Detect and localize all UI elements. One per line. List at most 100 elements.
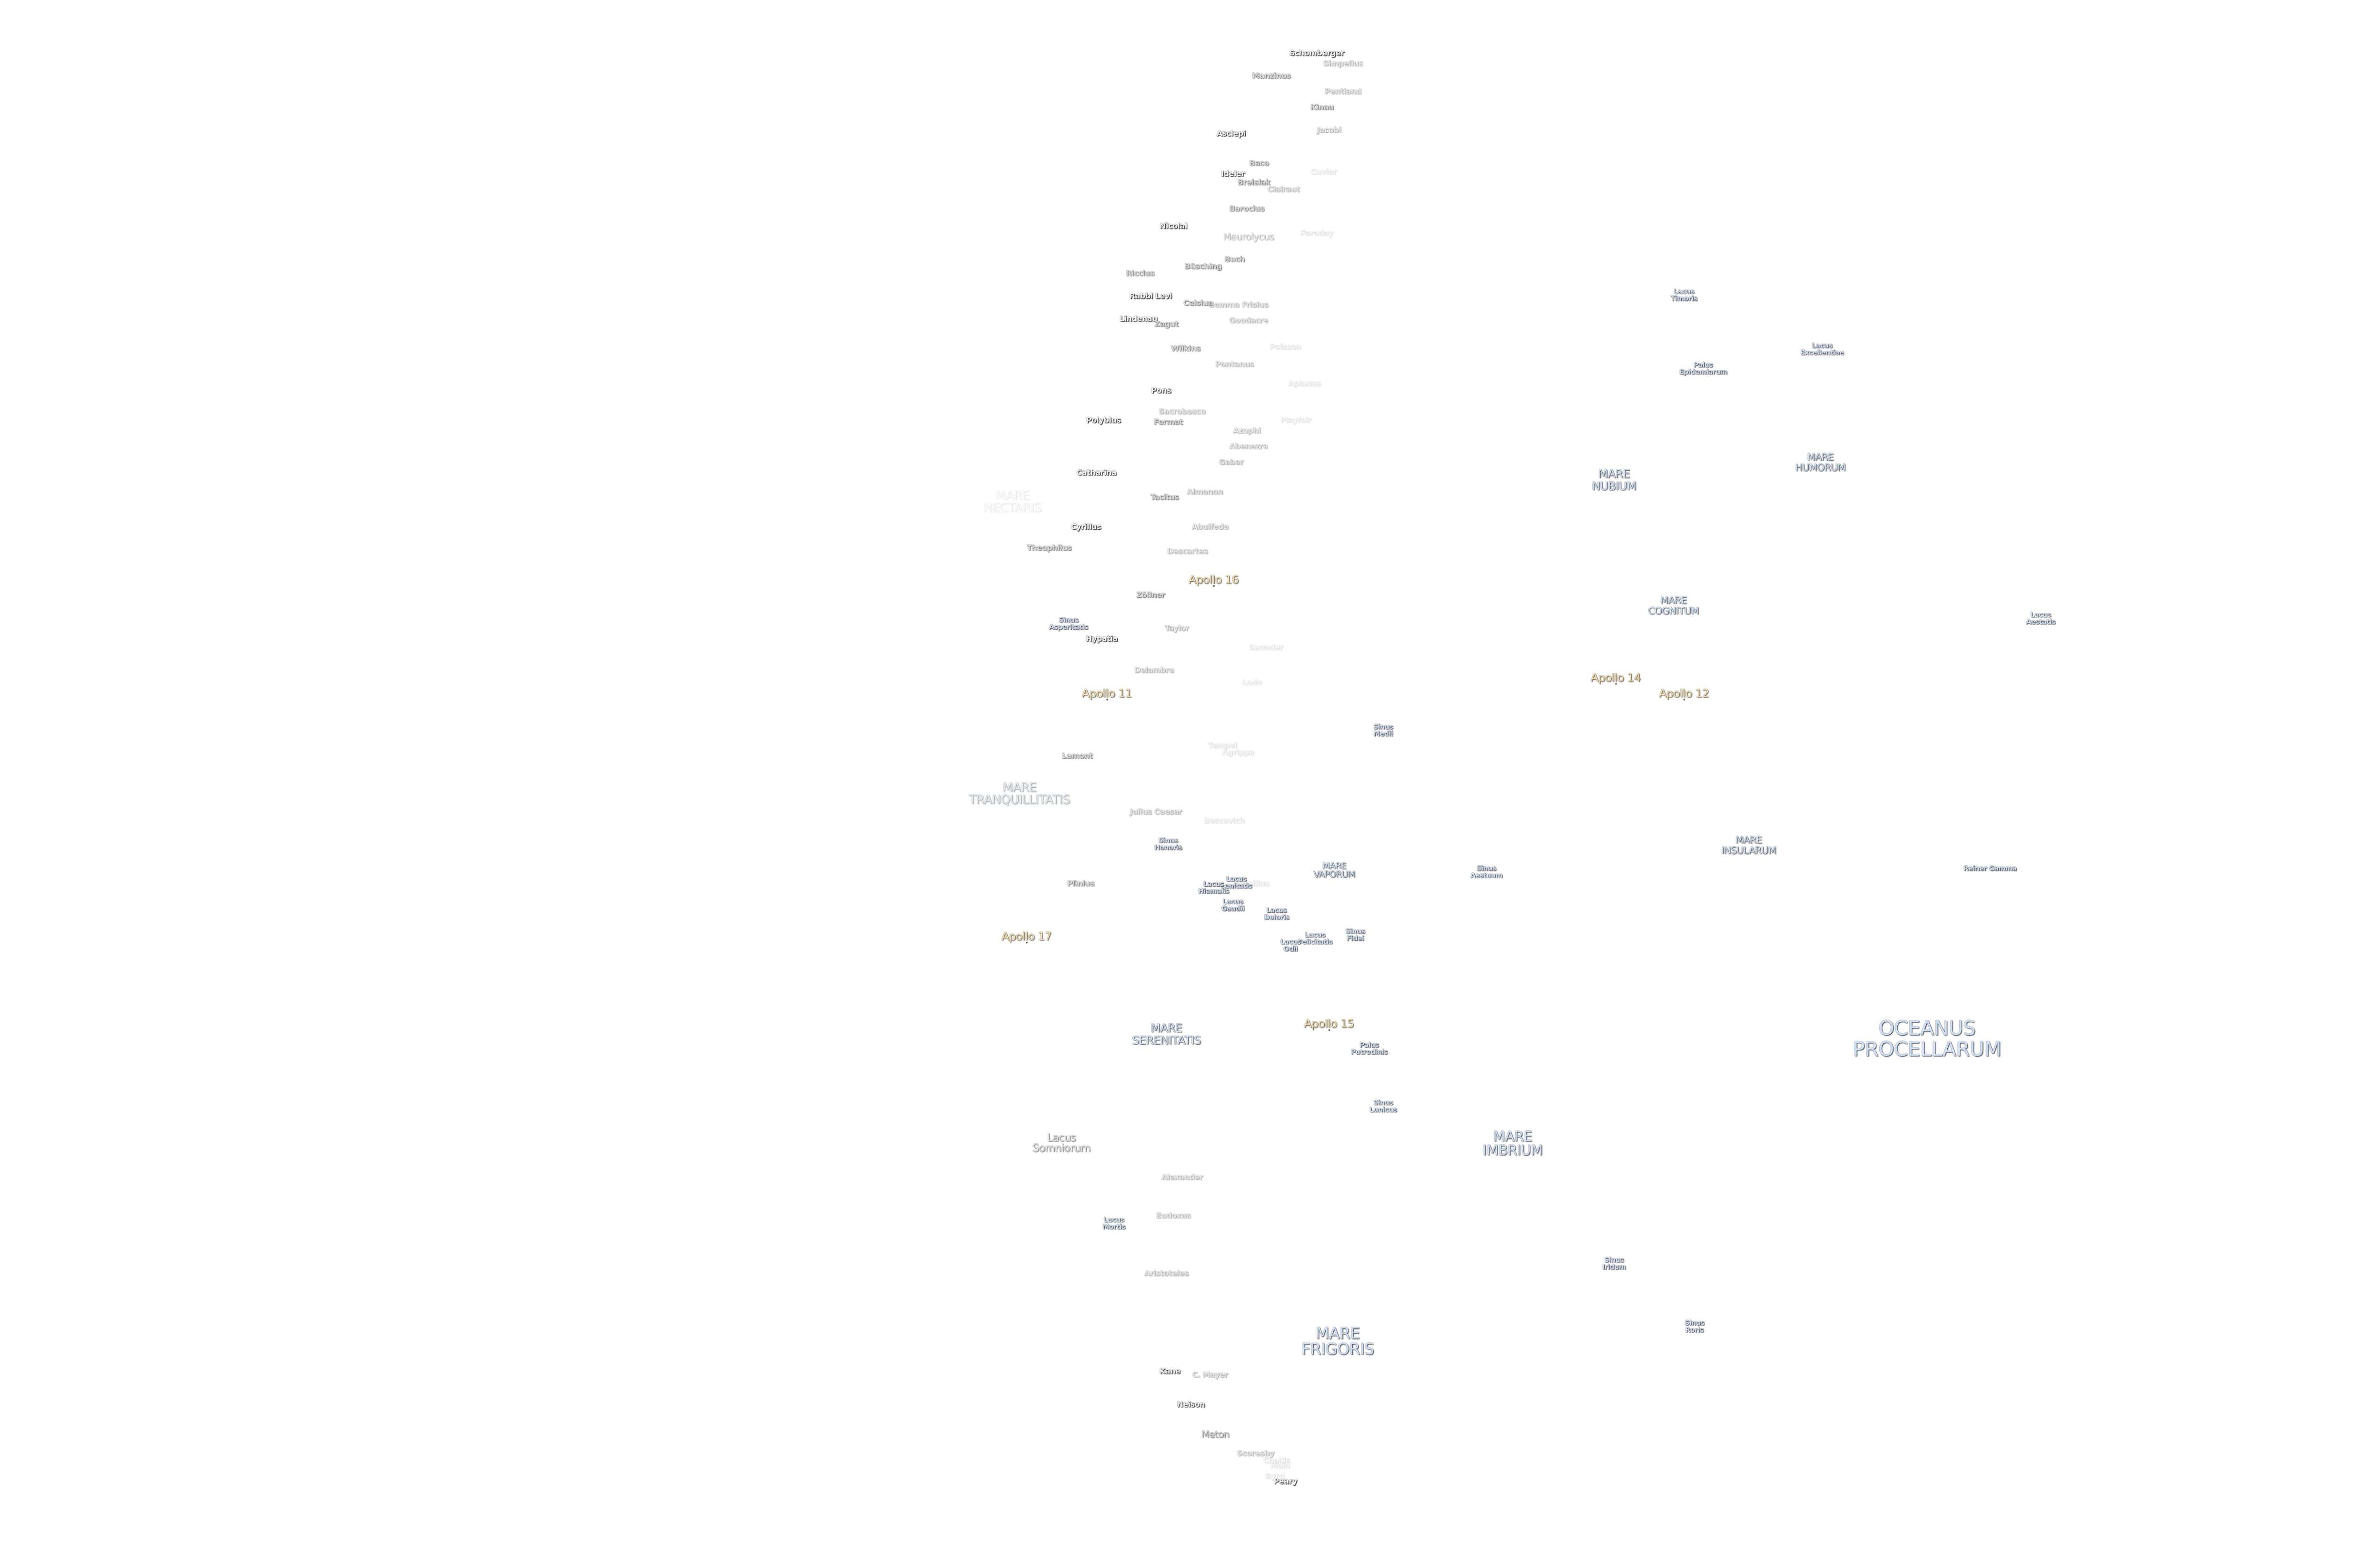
crater-label: Tacitus xyxy=(1150,494,1179,503)
crater-label: Playfair xyxy=(1280,417,1311,426)
crater-label: Plinius xyxy=(1067,880,1095,890)
apollo-name: Apollo 12 xyxy=(1659,686,1709,701)
lacus-label: Lacus Odii xyxy=(1280,937,1301,953)
crater-label: Baco xyxy=(1249,160,1269,169)
sinus-label: Sinus Aestuum xyxy=(1470,863,1503,880)
crater-label: Gemma Frisius xyxy=(1208,302,1269,311)
mare-label: MARE SERENITATIS xyxy=(1131,1021,1201,1048)
mare-label: MARE NECTARIS xyxy=(983,489,1042,516)
crater-label: Simpelius xyxy=(1323,60,1363,69)
crater-label: Lade xyxy=(1242,679,1262,689)
crater-label: Nicolai xyxy=(1160,223,1187,232)
sinus-label: Sinus Asperitatis xyxy=(1049,615,1088,632)
apollo-name: Apollo 16 xyxy=(1188,573,1239,587)
mare-label: MARE INSULARUM xyxy=(1721,836,1776,857)
sinus-label: Sinus Roris xyxy=(1684,1318,1705,1334)
crater-label: Schomberger xyxy=(1289,50,1344,59)
crater-label: Pentland xyxy=(1324,89,1362,98)
lacus-label: Lacus Mortis xyxy=(1102,1215,1126,1231)
crater-label: Pontanus xyxy=(1215,361,1254,370)
apollo-site-label: Apollo 14 xyxy=(1591,672,1641,684)
apollo-site-label: Apollo 17 xyxy=(1001,929,1052,944)
mare-label: MARE VAPORUM xyxy=(1313,861,1355,881)
crater-label: Buch xyxy=(1224,256,1245,266)
crater-label: Lamont xyxy=(1061,753,1093,762)
crater-label: Julius Caesar xyxy=(1130,809,1182,818)
sinus-label: Sinus Honoris xyxy=(1154,835,1182,851)
crater-label: Polybius xyxy=(1086,417,1121,426)
crater-label: Faraday xyxy=(1300,230,1333,239)
lacus-label: Lacus Excellentiae xyxy=(1800,340,1844,357)
crater-label: Aristoteles xyxy=(1144,1270,1189,1279)
apollo-site-label: Apollo 11 xyxy=(1082,688,1132,700)
landing-site-marker-icon xyxy=(1025,941,1028,943)
crater-label: Agrippa xyxy=(1222,749,1254,759)
apollo-site-label: Apollo 12 xyxy=(1659,688,1709,700)
palus-label: Palus Epidemiarum xyxy=(1679,360,1727,376)
crater-label: Catharina xyxy=(1076,470,1117,479)
crater-label: Maurolycus xyxy=(1223,233,1274,244)
sinus-label: Sinus Fidei xyxy=(1345,926,1365,943)
crater-label: Wilkins xyxy=(1170,346,1200,355)
crater-label: Descartes xyxy=(1167,548,1208,557)
crater-label: Abulfeda xyxy=(1191,524,1229,533)
apollo-site-label: Apollo 15 xyxy=(1304,1018,1354,1030)
landing-site-marker-icon xyxy=(1328,1028,1330,1030)
crater-label: Rabbi Levi xyxy=(1129,293,1172,302)
lacus-label: Lacus Lenitatis xyxy=(1220,874,1252,890)
sinus-label: Sinus Lunicus xyxy=(1369,1097,1397,1114)
crater-label: Boscovich xyxy=(1203,818,1245,827)
crater-label: Apianus xyxy=(1288,380,1321,390)
crater-label: Azophi xyxy=(1233,427,1261,437)
mare-label: MARE COGNITUM xyxy=(1648,596,1699,617)
crater-label: Almanon xyxy=(1187,489,1223,498)
crater-label: Kane xyxy=(1159,1368,1180,1377)
crater-label: Cuvier xyxy=(1310,169,1337,178)
mare-label: MARE NUBIUM xyxy=(1591,467,1636,493)
crater-label: Byrd xyxy=(1265,1473,1285,1482)
mare-label: MARE HUMORUM xyxy=(1795,453,1845,474)
lacus-label: Lacus Doloris xyxy=(1264,905,1289,921)
crater-label: Zöllner xyxy=(1136,592,1165,601)
sinus-label: Sinus Iridum xyxy=(1602,1255,1626,1271)
crater-label: Tempel xyxy=(1208,742,1237,751)
palus-label: Palus Putredinis xyxy=(1350,1040,1388,1056)
crater-label: Meton xyxy=(1201,1430,1230,1441)
crater-label: Manzinus xyxy=(1251,73,1291,82)
crater-label: Manilius xyxy=(1235,880,1269,890)
crater-label: Main xyxy=(1270,1463,1290,1472)
crater-label: Asclepi xyxy=(1216,130,1246,139)
apollo-name: Apollo 14 xyxy=(1590,671,1641,685)
lacus-label: Lacus Hiemalis xyxy=(1198,879,1230,895)
crater-label: Taylor xyxy=(1164,625,1190,634)
landing-site-marker-icon xyxy=(1683,698,1685,700)
landing-site-marker-icon xyxy=(1106,698,1108,700)
crater-label: Ideler xyxy=(1220,170,1245,180)
crater-label: Barocius xyxy=(1229,206,1265,215)
crater-label: Zagut xyxy=(1154,321,1179,330)
crater-label: Breislak xyxy=(1237,179,1270,188)
landing-site-marker-icon xyxy=(1212,584,1215,586)
oceanus-label: OCEANUS PROCELLARUM xyxy=(1853,1016,2002,1061)
crater-label: Geber xyxy=(1219,459,1244,468)
apollo-name: Apollo 11 xyxy=(1081,686,1132,701)
crater-label: Goodacre xyxy=(1229,317,1268,326)
crater-label: Delambre xyxy=(1134,667,1174,676)
crater-label: Sacrobosco xyxy=(1159,408,1206,417)
apollo-name: Apollo 15 xyxy=(1304,1017,1354,1031)
lacus-label: Lacus Aestatis xyxy=(2026,610,2055,626)
crater-label: Abenezra xyxy=(1229,443,1268,453)
crater-label: Eudoxus xyxy=(1156,1213,1191,1222)
crater-label: Fermat xyxy=(1153,419,1183,428)
apollo-name: Apollo 17 xyxy=(1001,929,1052,944)
lacus-label: Lacus Somniorum xyxy=(1032,1132,1091,1156)
mare-label: MARE TRANQUILLITATIS xyxy=(969,781,1071,808)
mare-label: MARE IMBRIUM xyxy=(1482,1128,1543,1159)
sinus-label: Sinus Medii xyxy=(1373,722,1393,738)
crater-label: Neison xyxy=(1177,1401,1205,1411)
crater-label: Theophilus xyxy=(1027,544,1072,554)
crater-label: Riccius xyxy=(1126,270,1155,279)
landing-site-marker-icon xyxy=(1615,682,1616,684)
crater-label: Lindenau xyxy=(1119,316,1158,325)
lacus-label: Lacus Timoris xyxy=(1670,287,1698,303)
